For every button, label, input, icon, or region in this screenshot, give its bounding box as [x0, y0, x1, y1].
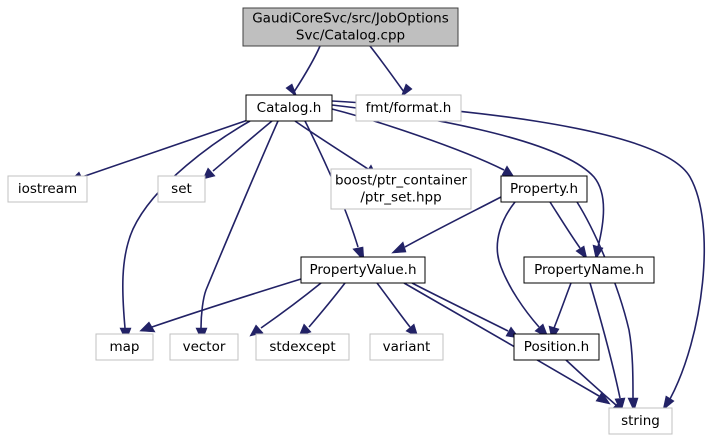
- node-propertyvalue_h[interactable]: PropertyValue.h: [300, 256, 426, 284]
- edge-propertyname_h-to-position_h: [548, 282, 572, 341]
- edge-catalog_h-to-set: [202, 120, 273, 180]
- node-label-vector: vector: [183, 339, 226, 355]
- node-boost_ptr_set[interactable]: boost/ptr_container/ptr_set.hpp: [330, 168, 472, 210]
- node-label-boost_ptr_set: boost/ptr_container: [335, 173, 468, 189]
- edge-propertyvalue_h-to-variant: [376, 282, 419, 338]
- node-label-root: GaudiCoreSvc/src/JobOptions: [252, 11, 449, 27]
- node-label-boost_ptr_set: /ptr_set.hpp: [360, 190, 441, 206]
- edge-root-to-fmt_format_h: [369, 45, 413, 98]
- node-box-vector: [169, 333, 239, 361]
- edge-propertyvalue_h-to-map: [139, 278, 302, 333]
- node-label-iostream: iostream: [18, 181, 77, 197]
- node-box-catalog_h: [245, 94, 333, 122]
- node-label-position_h: Position.h: [524, 339, 589, 355]
- node-set[interactable]: set: [157, 175, 206, 203]
- node-box-propertyname_h: [523, 256, 655, 284]
- edge-property_h-to-propertyname_h: [549, 201, 588, 260]
- node-label-fmt_format_h: fmt/format.h: [366, 100, 452, 116]
- node-position_h[interactable]: Position.h: [513, 333, 600, 361]
- edge-catalog_h-to-string: [331, 100, 706, 411]
- nodes-layer: GaudiCoreSvc/src/JobOptionsSvc/Catalog.c…: [7, 7, 673, 435]
- edge-propertyvalue_h-to-stdexcept: [298, 282, 346, 337]
- node-root: GaudiCoreSvc/src/JobOptionsSvc/Catalog.c…: [242, 7, 459, 47]
- node-box-boost_ptr_set: [330, 168, 472, 210]
- node-box-position_h: [513, 333, 600, 361]
- node-iostream[interactable]: iostream: [7, 175, 88, 203]
- node-label-propertyname_h: PropertyName.h: [534, 262, 644, 278]
- node-box-map: [95, 333, 154, 361]
- node-box-property_h: [500, 175, 588, 203]
- edges-layer: [69, 45, 706, 415]
- node-fmt_format_h[interactable]: fmt/format.h: [355, 94, 462, 122]
- node-box-variant: [369, 333, 444, 361]
- node-label-root: Svc/Catalog.cpp: [296, 28, 405, 44]
- node-label-property_h: Property.h: [510, 181, 578, 197]
- node-label-variant: variant: [383, 339, 431, 355]
- node-label-set: set: [171, 181, 192, 197]
- node-catalog_h[interactable]: Catalog.h: [245, 94, 333, 122]
- edge-position_h-to-string: [565, 359, 626, 415]
- node-label-propertyvalue_h: PropertyValue.h: [309, 262, 416, 278]
- node-box-propertyvalue_h: [300, 256, 426, 284]
- node-property_h[interactable]: Property.h: [500, 175, 588, 203]
- node-box-set: [157, 175, 206, 203]
- node-box-fmt_format_h: [355, 94, 462, 122]
- edge-root-to-catalog_h: [285, 45, 321, 98]
- node-label-string: string: [621, 413, 660, 429]
- edge-property_h-to-string: [576, 201, 639, 412]
- node-label-stdexcept: stdexcept: [269, 339, 335, 355]
- node-box-stdexcept: [255, 333, 350, 361]
- node-label-map: map: [110, 339, 140, 355]
- node-label-catalog_h: Catalog.h: [257, 100, 322, 116]
- node-box-iostream: [7, 175, 88, 203]
- edge-property_h-to-propertyvalue_h: [391, 196, 502, 254]
- node-string[interactable]: string: [608, 407, 673, 435]
- node-stdexcept[interactable]: stdexcept: [255, 333, 350, 361]
- edge-catalog_h-to-iostream: [69, 119, 249, 183]
- node-variant[interactable]: variant: [369, 333, 444, 361]
- edge-propertyvalue_h-to-string: [403, 282, 611, 405]
- node-box-root: [242, 7, 459, 47]
- node-propertyname_h[interactable]: PropertyName.h: [523, 256, 655, 284]
- node-vector[interactable]: vector: [169, 333, 239, 361]
- edge-propertyvalue_h-to-position_h: [411, 282, 520, 339]
- node-map[interactable]: map: [95, 333, 154, 361]
- node-box-string: [608, 407, 673, 435]
